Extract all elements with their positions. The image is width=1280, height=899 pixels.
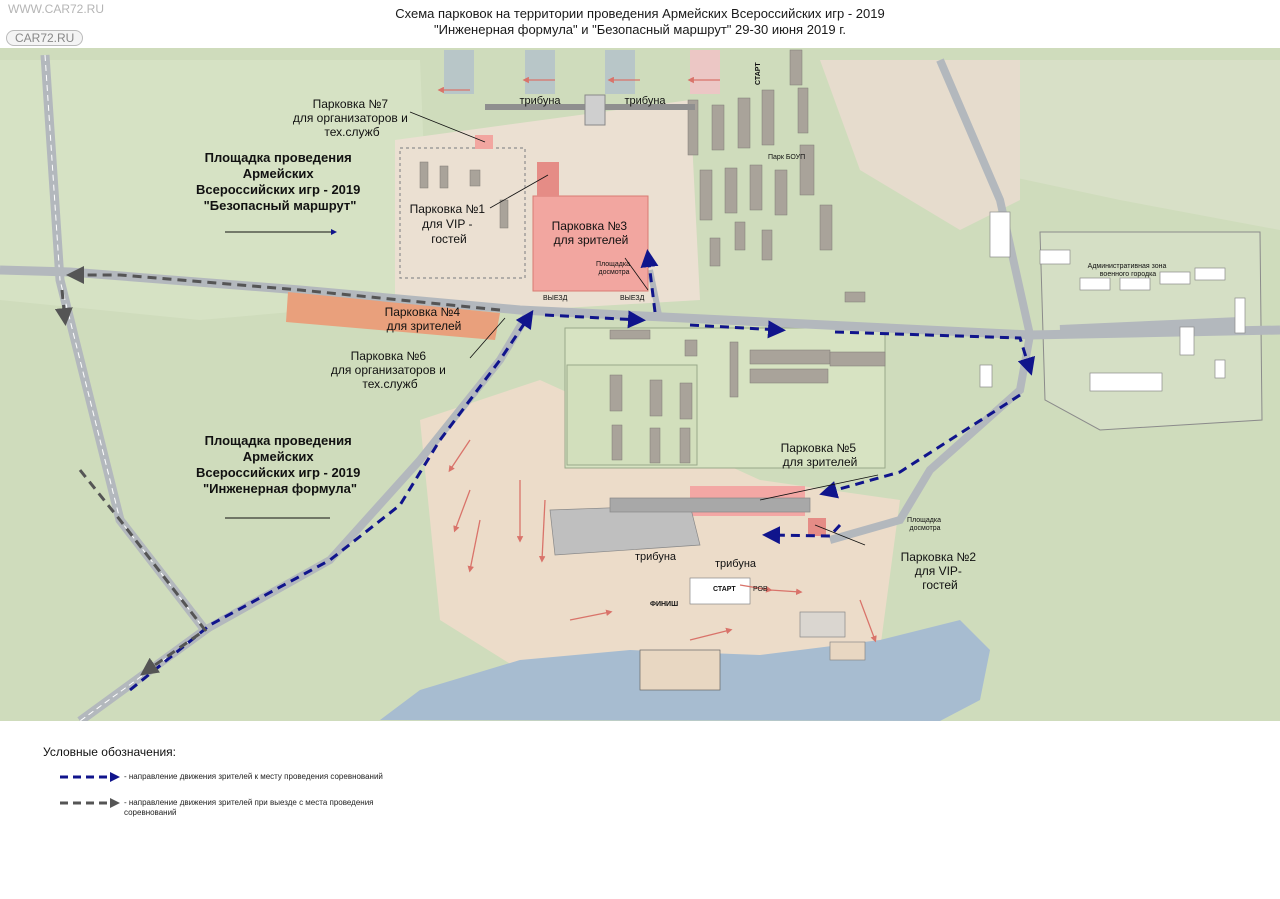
legend: Условные обозначения: - направление движ… <box>0 721 1280 899</box>
legend-departure-text: - направление движения зрителей при выез… <box>124 798 374 817</box>
legend-item-departure: - направление движения зрителей при выез… <box>58 798 458 822</box>
leader-lines <box>409 111 879 546</box>
venue-top-title: Площадка проведения Армейских Всероссийс… <box>196 150 364 213</box>
map-header: WWW.CAR72.RU CAR72.RU Схема парковок на … <box>0 0 1280 48</box>
legend-title: Условные обозначения: <box>43 745 176 759</box>
exit-label-1: ВЫЕЗД <box>543 295 568 302</box>
parking-2-label: Парковка №2 для VIP- гостей <box>901 550 980 592</box>
parking-4-label: Парковка №4 для зрителей <box>385 305 464 333</box>
parking-2-area <box>808 518 826 536</box>
admin-zone-label: Административная зона военного городка <box>1088 263 1169 278</box>
arrival-routes <box>129 249 1036 692</box>
admin-buildings <box>979 211 1246 392</box>
buildings <box>419 49 886 464</box>
sand-area-east <box>820 60 1020 230</box>
venue-bottom-title: Площадка проведения Армейских Всероссийс… <box>196 433 364 496</box>
track-complex <box>549 497 866 691</box>
tribune-label-north-1: трибуна <box>519 95 561 107</box>
start-label-south: СТАРТ <box>713 586 736 593</box>
legend-item-arrival: - направление движения зрителей к месту … <box>58 772 458 784</box>
exit-label-2: ВЫЕЗД <box>620 295 645 302</box>
tribune-label-north-2: трибуна <box>624 95 666 107</box>
watermark: WWW.CAR72.RU <box>8 2 104 16</box>
field-inner <box>566 364 698 466</box>
finish-label: ФИНИШ <box>650 601 678 608</box>
parking-5-label: Парковка №5 для зрителей <box>781 441 860 469</box>
rov-label: РОВ <box>753 586 768 593</box>
track-flow-arrows <box>437 76 877 643</box>
parking-4-area <box>286 292 500 340</box>
parking-7-label: Парковка №7 для организаторов и тех.служ… <box>293 97 411 139</box>
parking-3-label: Парковка №3 для зрителей <box>552 219 631 247</box>
parking-map: Площадка проведения Армейских Всероссийс… <box>0 48 1280 721</box>
parking-1-label: Парковка №1 для VIP - гостей <box>410 202 489 246</box>
map-title-line-2: "Инженерная формула" и "Безопасный маршр… <box>433 22 847 37</box>
parking-3-area <box>532 195 649 292</box>
site-logo: CAR72.RU <box>6 30 84 46</box>
parking-6-label: Парковка №6 для организаторов и тех.служ… <box>331 349 449 391</box>
arrival-route-swatch <box>60 772 120 782</box>
departure-route-swatch <box>60 798 120 808</box>
inspection-label-north: Площадка досмотра <box>596 261 632 276</box>
parking-1-area <box>537 162 559 196</box>
tribune-label-south-2: трибуна <box>715 558 757 570</box>
inspection-label-south: Площадка досмотра <box>907 517 943 532</box>
park-boup-label: Парк БОУП <box>768 154 805 161</box>
meadow-north-west <box>0 60 430 320</box>
training-ground <box>399 147 526 279</box>
stands-north <box>444 50 720 126</box>
legend-arrival-text: - направление движения зрителей к месту … <box>124 772 383 781</box>
start-label-north: СТАРТ <box>755 62 762 85</box>
tribune-label-south-1: трибуна <box>635 551 677 563</box>
map-title-line-1: Схема парковок на территории проведения … <box>395 6 885 21</box>
departure-routes <box>54 266 501 676</box>
